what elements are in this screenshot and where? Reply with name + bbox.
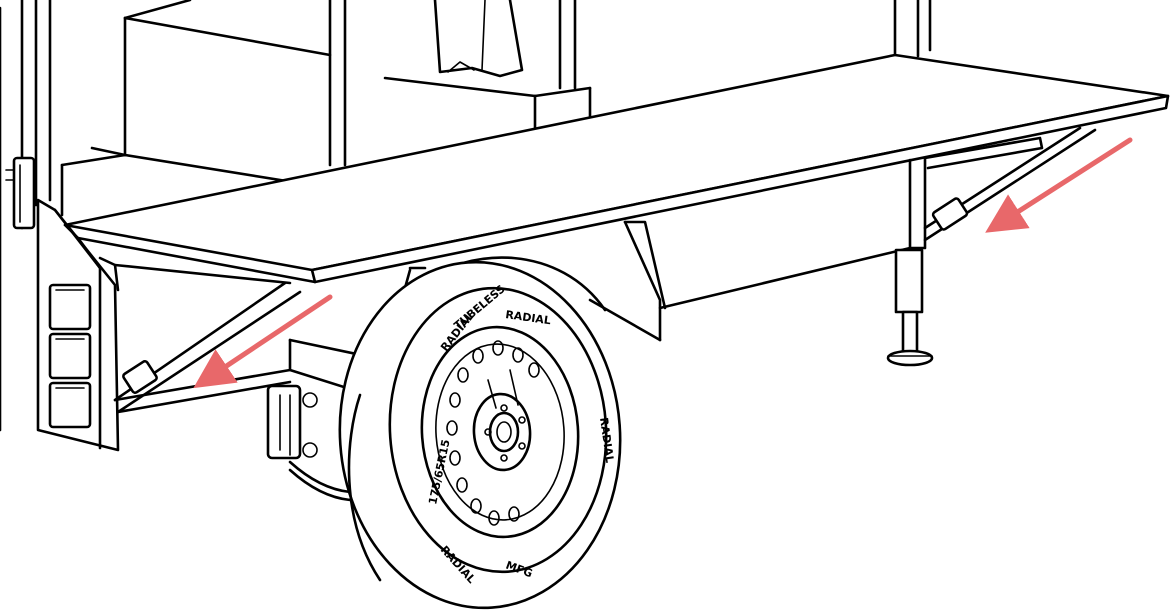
lug-nuts: [484, 404, 526, 462]
direction-arrows: [193, 137, 1133, 389]
arrow-right: [985, 137, 1133, 233]
arrow-left: [193, 294, 333, 389]
suspension: [266, 384, 352, 502]
stabilizer-jack: [886, 248, 934, 367]
upper-frame: [0, 0, 932, 432]
right-support-strut: [923, 126, 1097, 242]
fold-out-deck: [63, 53, 1170, 342]
left-side-panel: [5, 156, 120, 452]
rim-holes: [446, 340, 540, 526]
wheel: 175/65R15 RADIAL RADIAL RADIAL TUBELESS …: [338, 260, 622, 610]
tire-mark-5: RADIAL: [505, 308, 552, 327]
tire-mark-2: RADIAL: [597, 417, 616, 464]
